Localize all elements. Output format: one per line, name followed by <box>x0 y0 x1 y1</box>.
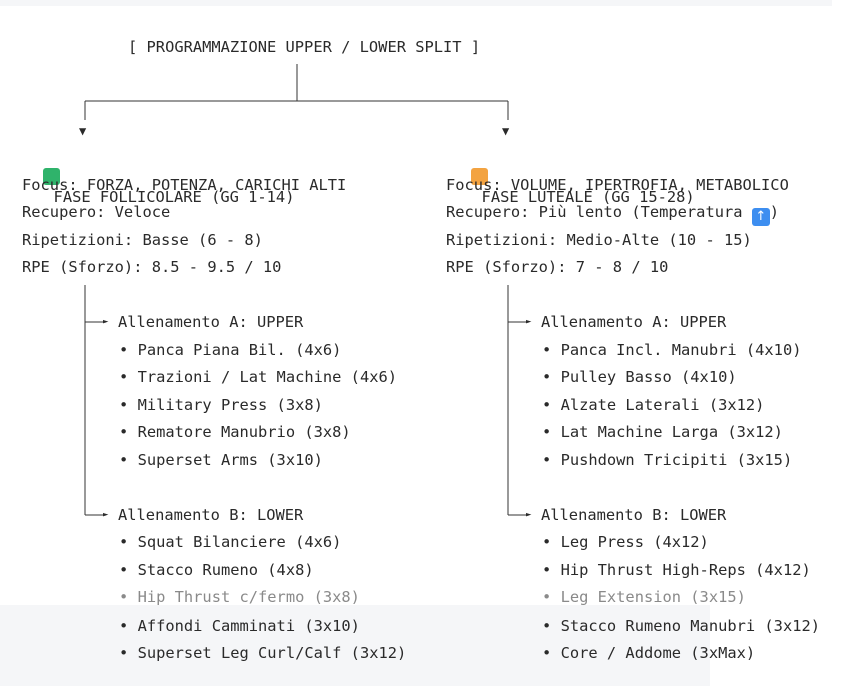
left-phase-title: FASE FOLLICOLARE (GG 1-14) <box>53 188 295 206</box>
left-workout-b-title: Allenamento B: LOWER <box>118 506 304 524</box>
up-arrow-icon: ↑ <box>751 208 770 226</box>
list-item: • Pulley Basso (4x10) <box>542 368 737 386</box>
list-item: • Rematore Manubrio (3x8) <box>119 423 351 441</box>
left-down-arrow: ▼ <box>79 124 87 138</box>
left-workout-a-title: Allenamento A: UPPER <box>118 313 304 331</box>
left-arrow-b: ► <box>103 510 109 520</box>
right-arrow-a: ► <box>526 317 532 327</box>
right-focus: Focus: VOLUME, IPERTROFIA, METABOLICO <box>446 176 789 194</box>
list-item: • Hip Thrust c/fermo (3x8) <box>119 588 360 606</box>
right-arrow-b: ► <box>526 510 532 520</box>
list-item: • Lat Machine Larga (3x12) <box>542 423 783 441</box>
left-arrow-a: ► <box>103 317 109 327</box>
list-item: • Affondi Camminati (3x10) <box>119 617 360 635</box>
page-title: [ PROGRAMMAZIONE UPPER / LOWER SPLIT ] <box>128 38 481 56</box>
right-ripetizioni: Ripetizioni: Medio-Alte (10 - 15) <box>446 231 752 249</box>
list-item: • Hip Thrust High-Reps (4x12) <box>542 561 811 579</box>
list-item: • Core / Addome (3xMax) <box>542 644 756 662</box>
list-item: • Alzate Laterali (3x12) <box>542 396 765 414</box>
left-recupero: Recupero: Veloce <box>22 203 171 221</box>
list-item: • Squat Bilanciere (4x6) <box>119 533 342 551</box>
right-phase-header: FASE LUTEALE (GG 15-28) <box>452 147 695 206</box>
list-item: • Superset Arms (3x10) <box>119 451 323 469</box>
list-item: • Leg Extension (3x15) <box>542 588 746 606</box>
right-phase-title: FASE LUTEALE (GG 15-28) <box>481 188 695 206</box>
list-item: • Pushdown Tricipiti (3x15) <box>542 451 793 469</box>
bottom-band <box>0 605 710 686</box>
green-square-icon <box>42 168 60 185</box>
bottom-right-band <box>710 605 850 686</box>
right-rpe: RPE (Sforzo): 7 - 8 / 10 <box>446 258 669 276</box>
list-item: • Stacco Rumeno Manubri (3x12) <box>542 617 821 635</box>
top-band <box>0 0 832 6</box>
list-item: • Panca Piana Bil. (4x6) <box>119 341 342 359</box>
right-workout-a-title: Allenamento A: UPPER <box>541 313 727 331</box>
right-recupero: Recupero: Più lento (Temperatura ↑) <box>446 203 780 226</box>
right-down-arrow: ▼ <box>502 124 510 138</box>
right-workout-b-title: Allenamento B: LOWER <box>541 506 727 524</box>
list-item: • Stacco Rumeno (4x8) <box>119 561 314 579</box>
list-item: • Military Press (3x8) <box>119 396 323 414</box>
list-item: • Superset Leg Curl/Calf (3x12) <box>119 644 407 662</box>
list-item: • Trazioni / Lat Machine (4x6) <box>119 368 398 386</box>
list-item: • Leg Press (4x12) <box>542 533 709 551</box>
list-item: • Panca Incl. Manubri (4x10) <box>542 341 802 359</box>
left-focus: Focus: FORZA, POTENZA, CARICHI ALTI <box>22 176 347 194</box>
left-phase-header: FASE FOLLICOLARE (GG 1-14) <box>24 147 294 206</box>
left-rpe: RPE (Sforzo): 8.5 - 9.5 / 10 <box>22 258 282 276</box>
left-ripetizioni: Ripetizioni: Basse (6 - 8) <box>22 231 263 249</box>
orange-square-icon <box>470 168 488 185</box>
